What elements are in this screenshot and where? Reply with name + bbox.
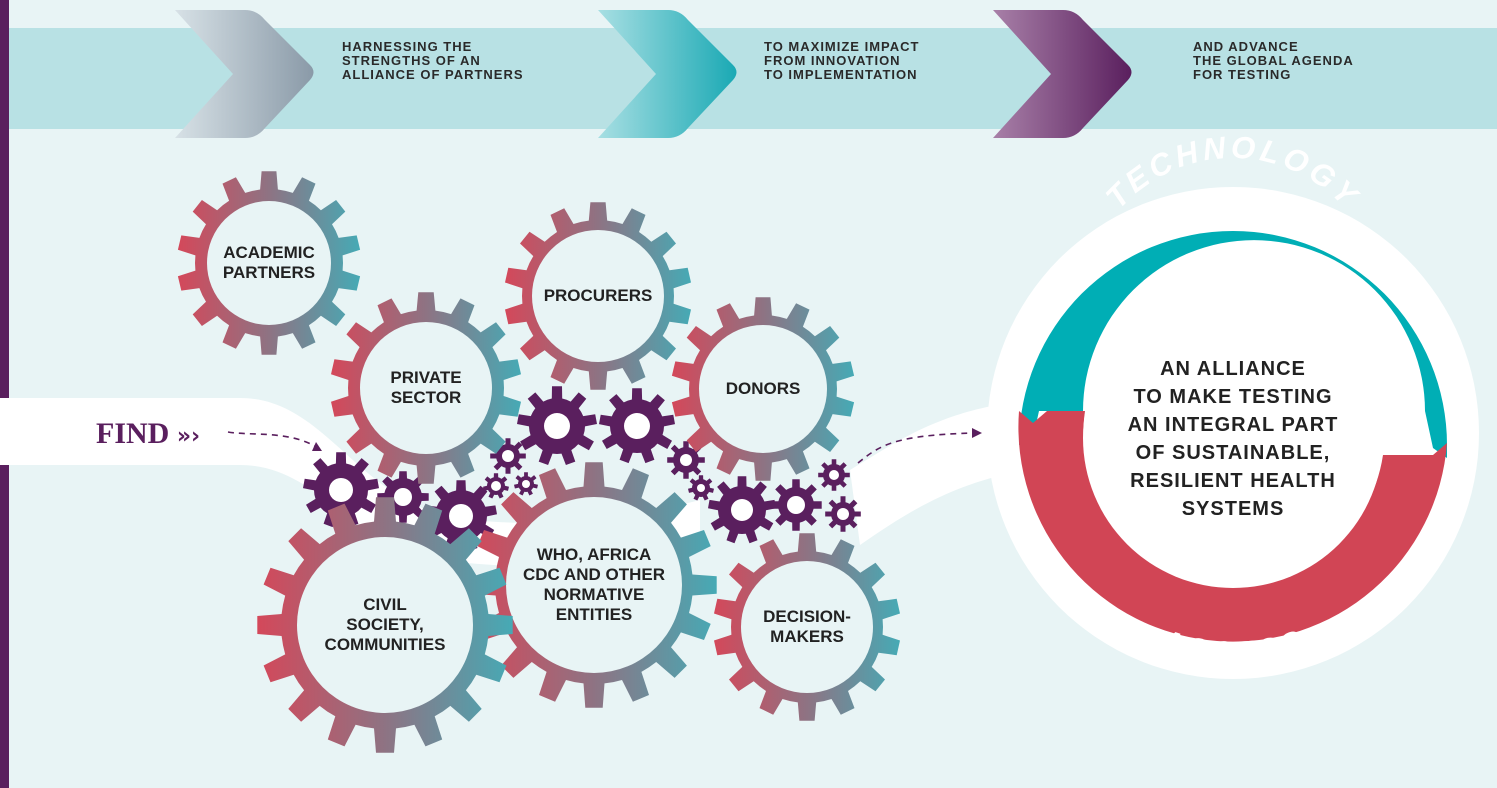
dashed-arrow-left-head (312, 442, 322, 451)
big-gear-hole-4 (699, 325, 827, 453)
gear-label-private-sector: PRIVATE SECTOR (390, 368, 462, 407)
dashed-arrow-left (227, 431, 319, 449)
chevron-3 (993, 10, 1132, 138)
small-gear-hole-1 (329, 478, 353, 502)
small-gear-hole-8 (624, 413, 650, 439)
left-accent-bar (0, 0, 9, 788)
small-gear-hole-4 (491, 481, 501, 491)
ring-access-arc (1018, 411, 1447, 642)
big-gear-hole-5 (297, 537, 473, 713)
small-gear-hole-5 (502, 450, 514, 462)
small-gear-hole-6 (522, 480, 530, 488)
find-logo-text: FIND (96, 417, 170, 450)
big-gear-hole-2 (532, 230, 664, 362)
double-chevron-icon: »› (176, 424, 201, 449)
step-2-text: TO MAXIMIZE IMPACT FROM INNOVATION TO IM… (764, 39, 920, 82)
small-gear-hole-11 (731, 499, 753, 521)
gear-label-normative-entities: WHO, AFRICA CDC AND OTHER NORMATIVE ENTI… (523, 545, 665, 624)
ring-center-text: AN ALLIANCE TO MAKE TESTING AN INTEGRAL … (1127, 358, 1339, 520)
small-gear-hole-13 (829, 470, 839, 480)
ring-technology-arc (1019, 231, 1447, 458)
flow-ribbon-right (850, 400, 1030, 545)
step-3-text: AND ADVANCE THE GLOBAL AGENDA FOR TESTIN… (1193, 39, 1354, 82)
find-logo: FIND »› (96, 417, 200, 451)
chevron-2 (598, 10, 737, 138)
big-gear-hole-3 (360, 322, 492, 454)
dashed-arrow-right (857, 432, 976, 464)
small-gear-hole-9 (680, 454, 692, 466)
gear-label-donors: DONORS (725, 379, 801, 398)
dashed-arrow-right-head (972, 428, 982, 438)
small-gear-hole-2 (394, 488, 412, 506)
step-1-text: HARNESSING THE STRENGTHS OF AN ALLIANCE … (342, 39, 524, 82)
small-gear-hole-10 (697, 484, 705, 492)
chevron-1 (175, 10, 314, 138)
big-gear-hole-7 (741, 561, 873, 693)
gear-label-academic-partners: ACADEMIC PARTNERS (222, 243, 316, 282)
big-gear-hole-1 (207, 201, 331, 325)
small-gear-hole-7 (544, 413, 570, 439)
gear-label-decision-makers: DECISION- MAKERS (763, 607, 851, 646)
big-gear-hole-6 (506, 497, 682, 673)
small-gear-hole-3 (449, 504, 473, 528)
small-gear-hole-14 (837, 508, 849, 520)
ring-center (1083, 288, 1383, 588)
gear-label-procurers: PROCURERS (543, 286, 653, 305)
gear-label-civil-society: CIVIL SOCIETY, COMMUNITIES (324, 595, 446, 654)
small-gear-hole-12 (787, 496, 805, 514)
